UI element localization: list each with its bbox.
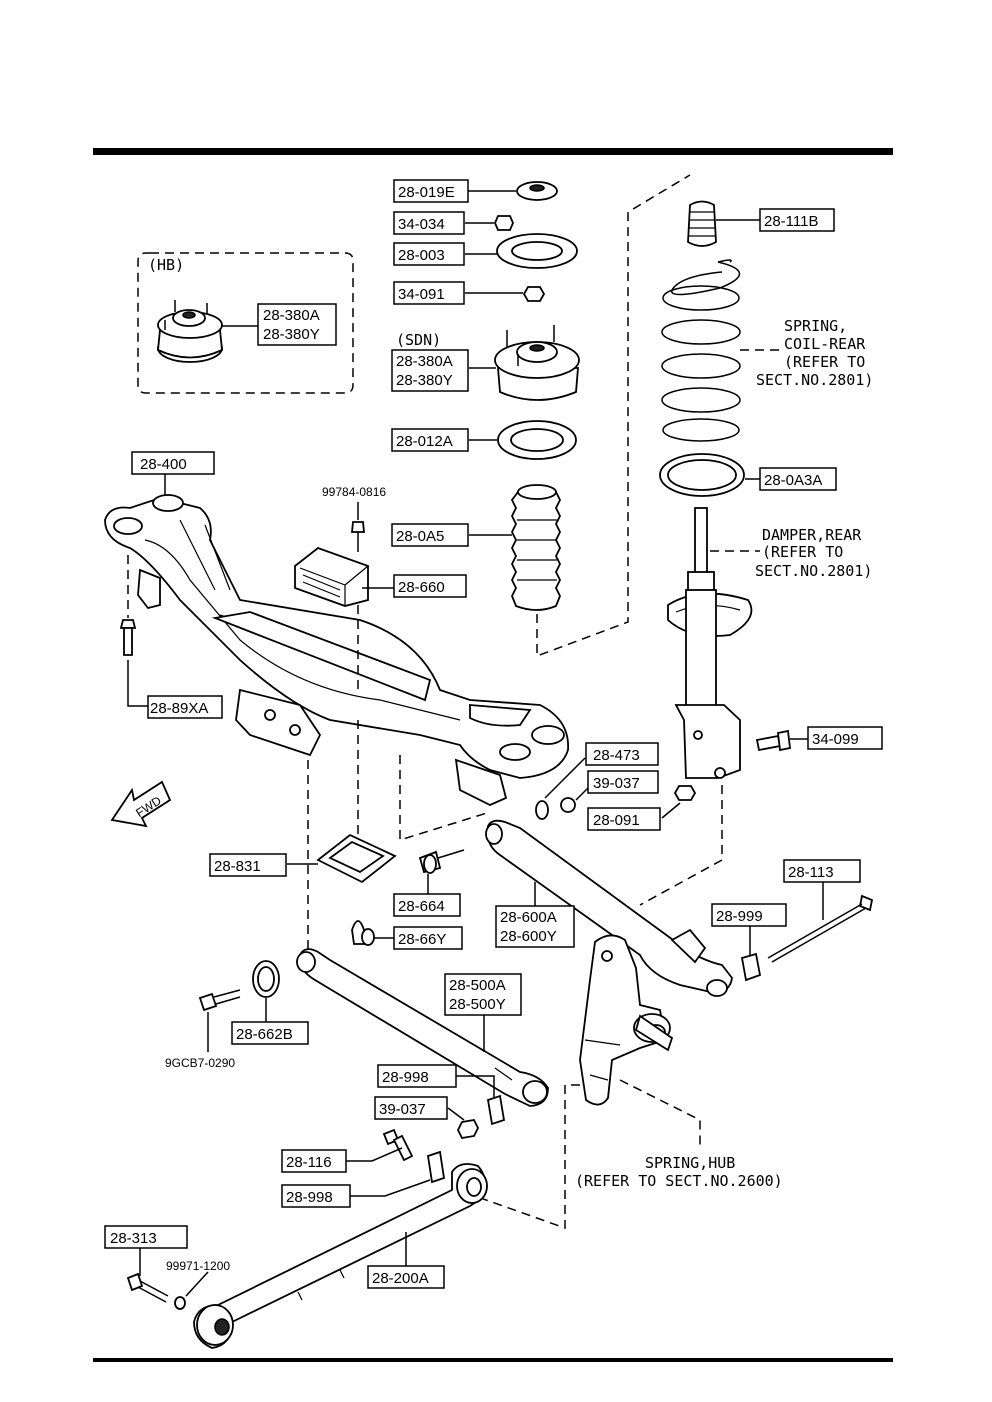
- label-28-600y: 28-600Y: [500, 928, 557, 945]
- label-28-380y-hb: 28-380Y: [263, 326, 320, 343]
- bolt-28-89xa: [119, 619, 137, 656]
- label-box-28-380-hb: [257, 303, 337, 346]
- label-28-500y: 28-500Y: [449, 996, 506, 1013]
- damper-note-1: DAMPER,REAR: [762, 526, 862, 544]
- label-28-664: 28-664: [398, 898, 445, 915]
- nut-34-034: [494, 215, 514, 231]
- label-28-116: 28-116: [286, 1154, 332, 1171]
- spring-note-4: SECT.NO.2801): [756, 371, 873, 389]
- hub-note-2: (REFER TO SECT.NO.2600): [575, 1172, 783, 1190]
- label-39-037-lower: 39-037: [379, 1101, 426, 1118]
- label-28-660: 28-660: [398, 579, 445, 596]
- bolt-28-116: [382, 1128, 414, 1162]
- label-28-998-lower: 28-998: [286, 1189, 333, 1206]
- dust-boot-28-0a5: [510, 484, 562, 611]
- nut-34-091: [522, 286, 546, 302]
- hub-note-1: SPRING,HUB: [645, 1154, 735, 1172]
- label-28-400: 28-400: [140, 456, 187, 473]
- lateral-link-28-600: [485, 819, 733, 997]
- washer-28-473: [535, 800, 549, 820]
- spring-seat-28-012a: [497, 420, 577, 460]
- label-28-998-upper: 28-998: [382, 1069, 429, 1086]
- label-34-099: 34-099: [812, 731, 859, 748]
- bracket-28-660: [294, 546, 369, 607]
- label-28-113: 28-113: [788, 864, 834, 881]
- bolt-34-099: [755, 729, 791, 752]
- label-28-019e: 28-019E: [398, 184, 455, 201]
- bolt-28-113: [767, 894, 874, 963]
- nut-39-037-upper: [560, 797, 576, 813]
- label-34-034: 34-034: [398, 216, 445, 233]
- sdn-note: (SDN): [396, 331, 441, 349]
- label-28-600a: 28-600A: [500, 909, 557, 926]
- damper-note-2: (REFER TO: [762, 543, 843, 561]
- damper-rear: [667, 507, 753, 779]
- label-99784-0816: 99784-0816: [322, 485, 386, 499]
- label-28-999: 28-999: [716, 908, 763, 925]
- washer-28-998-upper: [486, 1094, 506, 1126]
- nut-99971-1200: [174, 1296, 186, 1310]
- bottom-rule: [93, 1358, 893, 1362]
- bound-stopper-seat: [516, 181, 558, 201]
- bushing-28-662b: [252, 960, 280, 998]
- label-28-003: 28-003: [398, 247, 445, 264]
- label-28-662b: 28-662B: [236, 1026, 293, 1043]
- label-28-012a: 28-012A: [396, 433, 453, 450]
- label-28-200a: 28-200A: [372, 1270, 429, 1287]
- label-28-500a: 28-500A: [449, 977, 506, 994]
- crossmember-28-400: [104, 494, 569, 806]
- label-28-091: 28-091: [593, 812, 640, 829]
- label-9gcb7-0290: 9GCB7-0290: [165, 1056, 235, 1070]
- bolt-28-313: [126, 1272, 169, 1303]
- label-28-380y-sdn: 28-380Y: [396, 372, 453, 389]
- label-28-89xa: 28-89XA: [150, 700, 208, 717]
- spring-note-1: SPRING,: [784, 317, 847, 335]
- washer-28-999: [740, 952, 762, 982]
- spring-seat-28-0a3a: [659, 453, 745, 497]
- trailing-link-28-200a: [193, 1163, 488, 1349]
- label-39-037-upper: 39-037: [593, 775, 640, 792]
- label-34-091: 34-091: [398, 286, 445, 303]
- strut-mount-sdn: [494, 325, 580, 401]
- label-28-831: 28-831: [214, 858, 261, 875]
- lower-arm-28-500: [296, 948, 549, 1107]
- damper-note-3: SECT.NO.2801): [755, 562, 872, 580]
- label-28-313: 28-313: [110, 1230, 157, 1247]
- bolt-9gcb7-0290: [198, 989, 241, 1012]
- insulator-28-003: [496, 233, 578, 269]
- label-99971-1200: 99971-1200: [166, 1259, 230, 1273]
- label-28-380a-sdn: 28-380A: [396, 353, 453, 370]
- knuckle-hub: [579, 934, 674, 1106]
- label-28-380a-hb: 28-380A: [263, 307, 320, 324]
- spring-note-3: (REFER TO: [784, 353, 865, 371]
- hb-inset: (HB) 28-380A 28-380Y: [137, 252, 354, 394]
- label-28-0a5: 28-0A5: [396, 528, 444, 545]
- top-rule: [93, 148, 893, 155]
- nut-28-66y: [351, 920, 375, 946]
- coil-spring: [661, 259, 741, 442]
- label-28-0a3a: 28-0A3A: [764, 472, 822, 489]
- nut-28-091: [673, 785, 697, 801]
- strut-mount-hb: [157, 300, 223, 363]
- washer-28-998-lower: [426, 1150, 446, 1184]
- bump-stopper-28-111b: [687, 200, 717, 247]
- label-28-66y: 28-66Y: [398, 931, 446, 948]
- label-28-473: 28-473: [593, 747, 640, 764]
- label-28-111b: 28-111B: [764, 213, 819, 230]
- nut-39-037-lower: [456, 1119, 480, 1139]
- hb-note: (HB): [148, 256, 184, 274]
- bolt-28-664: [418, 849, 465, 874]
- fwd-arrow-icon: FWD: [110, 780, 172, 828]
- bolt-99784-0816: [351, 521, 365, 552]
- plate-28-831: [316, 833, 397, 884]
- spring-note-2: COIL-REAR: [784, 335, 866, 353]
